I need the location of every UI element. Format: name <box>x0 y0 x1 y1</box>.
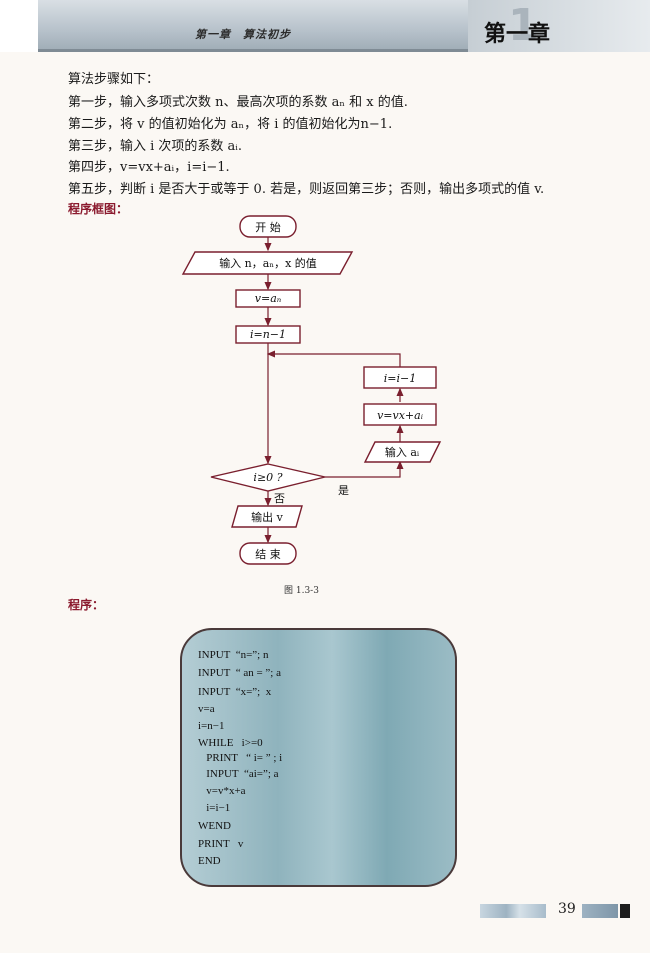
flowchart-heading: 程序框图： <box>68 202 129 216</box>
code-line: i=n−1 <box>198 720 225 732</box>
start-label: 开 始 <box>255 220 281 234</box>
step-1: 第一步，输入多项式次数 n、最高次项的系数 aₙ 和 x 的值. <box>68 95 408 110</box>
steps-intro: 算法步骤如下： <box>68 72 160 87</box>
code-line: INPUT “x=”; x <box>198 686 272 698</box>
chapter-label: 第一章 <box>484 22 551 47</box>
init-v-box <box>235 289 301 308</box>
init-i-label: i=n−1 <box>250 328 286 341</box>
page-header: 1 第一章 算法初步 第一章 <box>0 0 650 52</box>
end-terminal <box>239 542 297 565</box>
code-line: END <box>198 855 221 867</box>
code-line: v=v*x+a <box>198 785 246 797</box>
dec-i-label: i=i−1 <box>384 372 416 385</box>
footer-bar-left <box>480 904 546 918</box>
code-line: v=a <box>198 703 215 715</box>
step-5: 第五步，判断 i 是否大于或等于 0. 若是，则返回第三步；否则，输出多项式的值… <box>68 182 545 197</box>
output-label: 输出 v <box>251 510 283 524</box>
footer-bar-dark <box>620 904 630 918</box>
code-line: INPUT “n=”; n <box>198 649 269 661</box>
figure-caption: 图 1.3-3 <box>284 586 319 596</box>
input-ai-parallelogram <box>363 441 442 463</box>
code-line: INPUT “ an = ”; a <box>198 667 281 679</box>
code-line: INPUT “ai=”; a <box>198 768 279 780</box>
init-i-box <box>235 325 301 344</box>
no-label: 否 <box>274 492 285 505</box>
code-line: WEND <box>198 820 231 832</box>
code-line: i=i−1 <box>198 802 231 814</box>
decision-diamond <box>210 463 326 492</box>
code-line: PRINT v <box>198 838 244 850</box>
flowchart: 开 始 输入 n，aₙ，x 的值 v=aₙ i=n−1 i=i−1 v=vx+a… <box>181 215 442 565</box>
step-4: 第四步，v=vx+aᵢ，i=i−1. <box>68 160 230 175</box>
program-heading: 程序： <box>68 598 105 612</box>
start-terminal <box>239 215 297 238</box>
input-label: 输入 n，aₙ，x 的值 <box>219 256 317 270</box>
program-code-box: INPUT “n=”; n INPUT “ an = ”; a INPUT “x… <box>180 628 457 887</box>
input-ai-label: 输入 aᵢ <box>385 445 420 459</box>
step-3: 第三步，输入 i 次项的系数 aᵢ. <box>68 139 243 154</box>
chapter-number-watermark: 1 <box>508 0 539 51</box>
init-v-label: v=aₙ <box>255 292 281 305</box>
code-line: PRINT “ i= ” ; i <box>198 752 283 764</box>
footer-bar-right <box>582 904 618 918</box>
update-v-label: v=vx+aᵢ <box>377 409 423 422</box>
dec-i-box <box>363 366 437 389</box>
yes-label: 是 <box>338 484 349 497</box>
running-chapter-title: 第一章 算法初步 <box>195 28 291 41</box>
output-parallelogram <box>231 505 303 528</box>
code-line: WHILE i>=0 <box>198 737 263 749</box>
step-2: 第二步，将 v 的值初始化为 aₙ，将 i 的值初始化为n−1. <box>68 117 393 132</box>
page-number: 39 <box>558 901 576 917</box>
update-v-box <box>363 403 437 426</box>
input-parallelogram <box>181 251 354 275</box>
condition-label: i≥0 ? <box>253 471 282 484</box>
end-label: 结 束 <box>255 548 281 561</box>
